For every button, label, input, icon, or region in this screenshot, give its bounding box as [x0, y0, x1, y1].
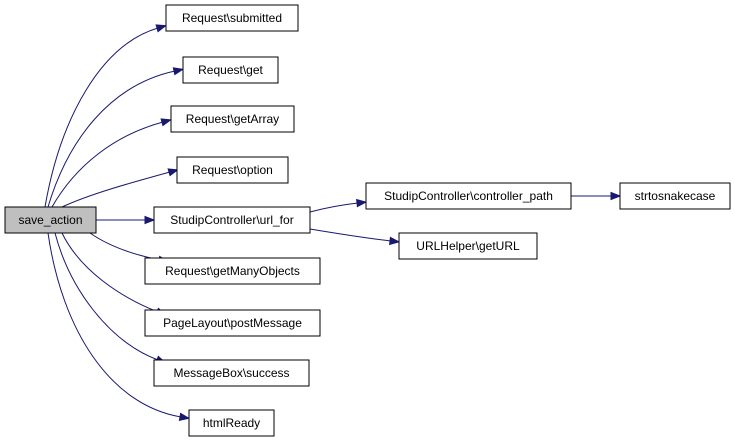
node-box	[619, 182, 731, 210]
node-getArray[interactable]: Request\getArray	[170, 105, 295, 133]
call-graph-nodes: save_action Request\submittedRequest\getR…	[4, 4, 731, 437]
edge-save_action-to-url_for	[96, 215, 156, 225]
node-save_action: save_action	[4, 206, 97, 234]
edge-save_action-to-option	[61, 168, 180, 208]
arrowhead-icon	[160, 118, 173, 127]
node-box	[176, 156, 289, 184]
edge-controller_path-to-strtosnakecase	[571, 191, 622, 201]
node-label: Request\getManyObjects	[165, 264, 300, 278]
edge-url_for-to-controller_path	[309, 198, 368, 213]
node-label: URLHelper\getURL	[416, 239, 520, 253]
node-label: Request\get	[198, 63, 263, 77]
arrowhead-icon	[167, 168, 180, 177]
arrowhead-icon	[172, 67, 185, 76]
node-box	[398, 232, 538, 260]
arrowhead-icon	[356, 198, 368, 208]
node-getURL[interactable]: URLHelper\getURL	[398, 232, 538, 260]
arrowhead-icon	[389, 236, 401, 246]
edge-save_action-to-submitted	[44, 24, 168, 208]
node-label: StudipController\controller_path	[384, 189, 553, 203]
node-label: StudipController\url_for	[170, 213, 293, 227]
node-box	[144, 257, 321, 285]
node-label: strtosnakecase	[635, 189, 716, 203]
node-box	[182, 56, 279, 84]
node-label: save_action	[18, 213, 82, 227]
node-label: PageLayout\postMessage	[163, 316, 302, 330]
node-box	[170, 105, 295, 133]
arrowhead-icon	[144, 215, 156, 225]
node-box	[144, 309, 321, 337]
node-option[interactable]: Request\option	[176, 156, 289, 184]
node-box	[4, 206, 97, 234]
edge-save_action-to-success	[54, 232, 167, 364]
node-label: Request\option	[192, 163, 273, 177]
node-strtosnakecase[interactable]: strtosnakecase	[619, 182, 731, 210]
node-controller_path[interactable]: StudipController\controller_path	[365, 182, 572, 210]
node-postMessage[interactable]: PageLayout\postMessage	[144, 309, 321, 337]
node-get[interactable]: Request\get	[182, 56, 279, 84]
node-label: htmlReady	[203, 416, 260, 430]
node-getManyObjects[interactable]: Request\getManyObjects	[144, 257, 321, 285]
edge-save_action-to-getArray	[51, 118, 173, 208]
node-submitted[interactable]: Request\submitted	[165, 4, 299, 32]
node-label: MessageBox\success	[173, 366, 289, 380]
edge-save_action-to-htmlReady	[47, 232, 191, 421]
call-graph-edges	[44, 24, 622, 421]
edge-url_for-to-getURL	[309, 228, 401, 246]
node-label: Request\getArray	[186, 112, 279, 126]
node-htmlReady[interactable]: htmlReady	[188, 409, 275, 437]
edge-save_action-to-get	[47, 67, 185, 208]
arrowhead-icon	[610, 191, 622, 201]
node-box	[188, 409, 275, 437]
arrowhead-icon	[178, 412, 191, 421]
node-box	[153, 206, 311, 234]
node-box	[165, 4, 299, 32]
node-label: Request\submitted	[182, 11, 282, 25]
node-url_for[interactable]: StudipController\url_for	[153, 206, 311, 234]
arrowhead-icon	[155, 24, 168, 33]
node-box	[153, 359, 310, 387]
node-success[interactable]: MessageBox\success	[153, 359, 310, 387]
node-box	[365, 182, 572, 210]
